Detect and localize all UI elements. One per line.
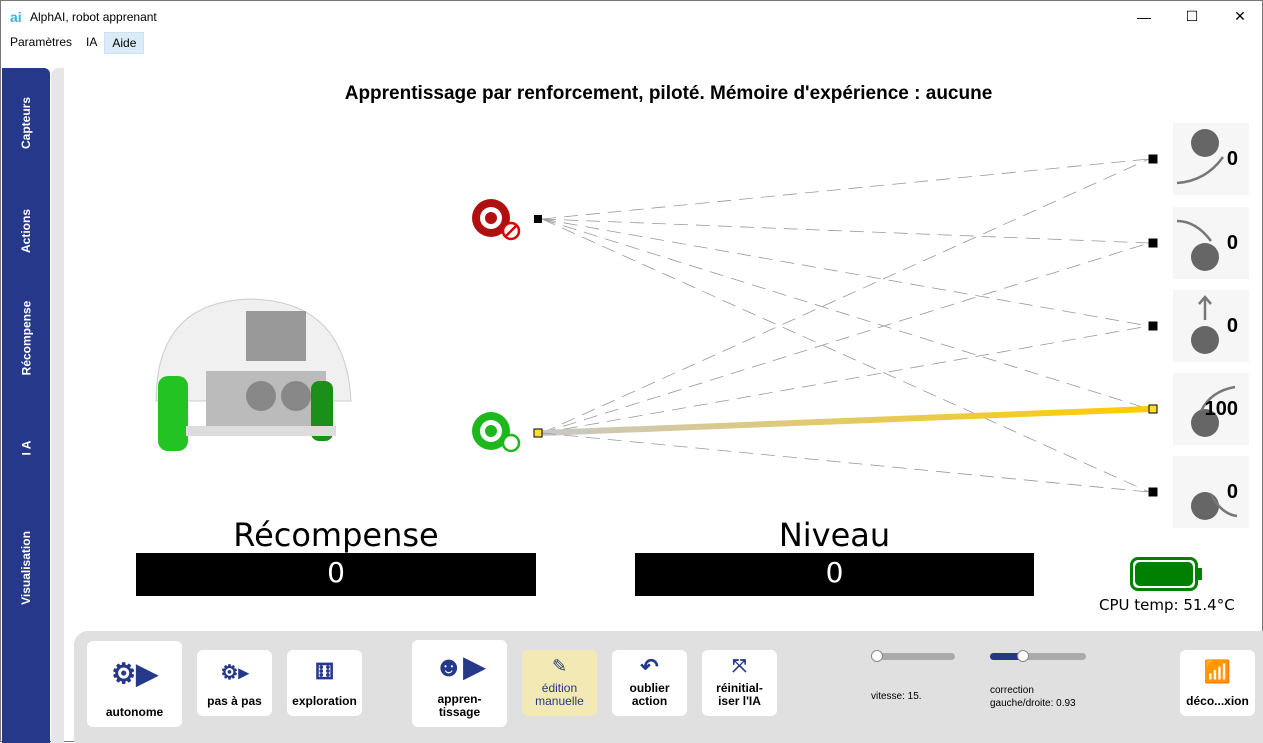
exploration-button[interactable]: ⚅ exploration [287, 650, 362, 716]
button-label: pas à pas [207, 694, 262, 708]
edit-manual-button[interactable]: ✎ édition manuelle [522, 650, 597, 716]
reset-ai-button[interactable]: ⤧ réinitial- iser l'IA [702, 650, 777, 716]
q-value: 0 [1226, 148, 1238, 170]
wheel-blocked-icon [472, 199, 521, 241]
arrow-icon [1176, 156, 1225, 185]
neural-network-diagram [472, 123, 1249, 528]
arrow-icon [1198, 295, 1212, 320]
step-button[interactable]: ⚙▸ pas à pas [197, 650, 272, 716]
sidebar: Capteurs Actions Récompense I A Visualis… [2, 68, 50, 743]
level-value: 0 [635, 553, 1034, 596]
q-value: 100 [1204, 398, 1238, 420]
button-label: autonome [105, 705, 164, 719]
autonome-button[interactable]: ⚙▶ autonome [87, 641, 182, 727]
cpu-temp: CPU temp: 51.4°C [1099, 596, 1235, 614]
menu-parametres[interactable]: Paramètres [10, 35, 73, 49]
input-node-active [533, 428, 543, 438]
correction-slider[interactable] [990, 650, 1086, 662]
gear-play-icon: ⚙▶ [111, 657, 158, 689]
speed-label: vitesse: 15. [871, 691, 922, 702]
button-label: oublier action [629, 681, 670, 708]
turn-left-back-icon [1191, 129, 1219, 157]
learning-button[interactable]: ☻▶ appren- tissage [412, 640, 507, 727]
reward-value: 0 [136, 553, 536, 596]
minimize-button[interactable]: — [1137, 8, 1151, 25]
connection-line [541, 218, 1150, 410]
arrow-icon [1176, 219, 1212, 242]
connection-line [541, 325, 1150, 434]
brain-play-icon: ☻▶ [434, 651, 485, 682]
arrow-icon [1209, 493, 1238, 518]
connection-line [541, 158, 1150, 434]
speed-slider-knob[interactable] [871, 650, 883, 662]
connection-line [541, 218, 1150, 244]
q-value: 0 [1226, 315, 1238, 337]
menu-bar: Paramètres IA Aide [1, 32, 145, 54]
turn-right-back-icon [1191, 492, 1219, 520]
connection-line [541, 242, 1150, 434]
robot-image [155, 298, 352, 451]
level-label: Niveau [778, 516, 891, 554]
dice-icon: ⚅ [314, 659, 335, 684]
wifi-icon: 📶 [1203, 659, 1232, 684]
close-button[interactable]: ✕ [1234, 8, 1246, 24]
network-edit-icon: ✎ [551, 655, 568, 676]
arrow-icon [1199, 385, 1236, 412]
output-node [1148, 404, 1158, 414]
output-node [1148, 238, 1158, 248]
network-reset-icon: ⤧ [732, 655, 747, 676]
maximize-button[interactable]: ☐ [1185, 8, 1199, 24]
connection-line [541, 406, 1150, 436]
connection-line [541, 158, 1150, 220]
q-value: 0 [1226, 481, 1238, 503]
turn-left-forward-icon [1191, 243, 1219, 271]
page-title: Apprentissage par renforcement, piloté. … [344, 83, 993, 104]
undo-icon: ↶ [640, 653, 659, 679]
input-node [534, 215, 542, 223]
disconnect-button[interactable]: 📶 déco...xion [1180, 650, 1255, 716]
forward-icon [1191, 326, 1219, 354]
output-node [1148, 487, 1158, 497]
q-value: 0 [1226, 232, 1238, 254]
turn-right-forward-icon [1191, 409, 1219, 437]
battery-icon [1130, 557, 1198, 591]
panel-border [51, 68, 64, 743]
wheel-ok-icon [472, 412, 521, 453]
output-node [1148, 321, 1158, 331]
reward-label: Récompense [233, 516, 439, 554]
button-label: édition manuelle [535, 681, 584, 708]
correction-label: correction gauche/droite: 0.93 [990, 685, 1076, 709]
button-label: exploration [292, 694, 357, 708]
menu-aide[interactable]: Aide [104, 32, 145, 54]
speed-slider[interactable] [871, 650, 955, 662]
forget-action-button[interactable]: ↶oublier action [612, 650, 687, 716]
app-logo-icon: ai [10, 8, 22, 25]
gear-step-icon: ⚙▸ [220, 661, 249, 684]
button-label: appren- tissage [437, 692, 482, 719]
button-label: déco...xion [1186, 694, 1249, 708]
menu-ia[interactable]: IA [86, 35, 98, 49]
button-label: réinitial- iser l'IA [716, 681, 763, 708]
correction-slider-knob[interactable] [1016, 650, 1029, 662]
output-node [1148, 154, 1158, 164]
connection-line [541, 218, 1150, 327]
connection-line [541, 218, 1150, 493]
connection-line [541, 432, 1150, 493]
title-bar: ai AlphAI, robot apprenant — ☐ ✕ [1, 1, 1263, 32]
window-title: AlphAI, robot apprenant [30, 9, 157, 24]
